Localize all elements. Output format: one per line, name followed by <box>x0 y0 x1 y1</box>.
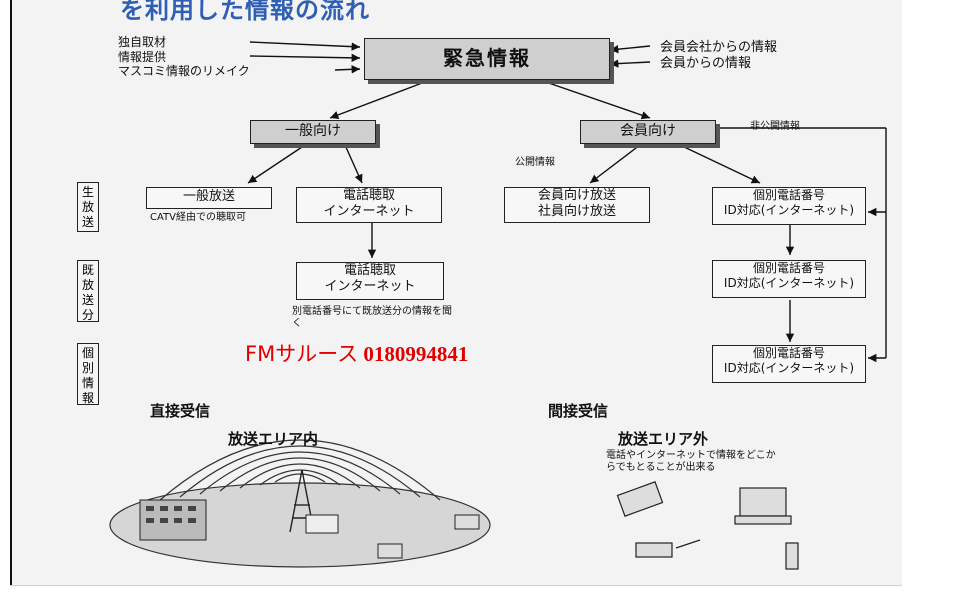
individual-id-box-3: 個別電話番号 ID対応(インターネット) <box>712 345 866 383</box>
individual-info-box: 個別情報 <box>77 343 99 405</box>
broadcast-area-illustration <box>109 439 491 568</box>
private-info-label: 非公開情報 <box>750 121 800 132</box>
member-broadcast-box: 会員向け放送 社員向け放送 <box>504 187 650 223</box>
input-label-media: マスコミ情報のリメイク <box>118 64 250 78</box>
individual-id-box-1: 個別電話番号 ID対応(インターネット) <box>712 187 866 225</box>
general-broadcast-box: 一般放送 <box>146 187 272 209</box>
input-label-original: 独自取材 <box>118 35 167 49</box>
phone-note: 別電話番号にて既放送分の情報を聞く <box>292 306 452 329</box>
fm-name: FMサルース <box>245 342 359 366</box>
archived-broadcast-box: 既放送分 <box>77 260 99 322</box>
bottom-margin <box>10 585 902 603</box>
emergency-info-box: 緊急情報 <box>364 38 610 80</box>
header-cutoff-text: を利用した情報の流れ <box>120 0 370 24</box>
general-branch-box: 一般向け <box>250 120 376 144</box>
area-outside-note: 電話やインターネットで情報をどこからでもとることが出来る <box>606 450 776 473</box>
phone-internet-box-2: 電話聴取 インターネット <box>296 262 444 300</box>
fm-phone-overlay: FMサルース 0180994841 <box>245 342 468 367</box>
input-label-info: 情報提供 <box>118 50 167 64</box>
direct-reception-label: 直接受信 <box>150 402 211 420</box>
device-illustrations <box>616 481 799 570</box>
individual-id-box-2: 個別電話番号 ID対応(インターネット) <box>712 260 866 298</box>
phone-internet-box-1: 電話聴取 インターネット <box>296 187 442 223</box>
broadcast-area-inside-label: 放送エリア内 <box>228 430 319 448</box>
input-label-member-company: 会員会社からの情報 <box>660 40 778 55</box>
catv-note: CATV経由での聴取可 <box>150 212 246 223</box>
public-info-label: 公開情報 <box>515 157 555 168</box>
right-margin <box>902 0 954 602</box>
broadcast-area-outside-label: 放送エリア外 <box>618 430 709 448</box>
member-branch-box: 会員向け <box>580 120 716 144</box>
fm-phone-number: 0180994841 <box>363 342 469 366</box>
indirect-reception-label: 間接受信 <box>548 402 609 420</box>
input-label-member: 会員からの情報 <box>660 56 752 71</box>
live-broadcast-box: 生放送 <box>77 182 99 232</box>
